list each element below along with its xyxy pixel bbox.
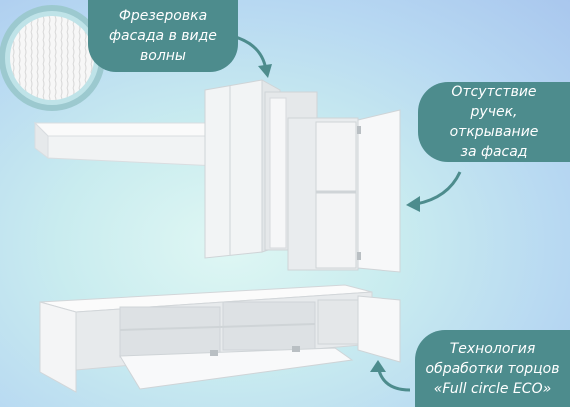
callout-milling-text: Фрезеровка фасада в виде волны	[109, 8, 217, 64]
callout-handles-text: Отсутствие ручек, открывание за фасад	[449, 84, 539, 160]
callout-handles: Отсутствие ручек, открывание за фасад	[418, 82, 570, 162]
arrow-to-handles-icon	[406, 171, 462, 212]
callout-milling: Фрезеровка фасада в виде волны	[88, 0, 238, 72]
callout-edges-text: Технология обработки торцов «Full circle…	[425, 340, 560, 397]
tv-stand	[39, 284, 401, 393]
upper-open-door-cabinet	[287, 109, 401, 273]
wall-shelf	[33, 121, 220, 167]
wave-texture-icon	[0, 5, 105, 111]
callout-edges: Технология обработки торцов «Full circle…	[415, 330, 570, 407]
arrow-to-edges-icon	[370, 360, 411, 392]
arrow-to-milling-icon	[231, 34, 272, 78]
